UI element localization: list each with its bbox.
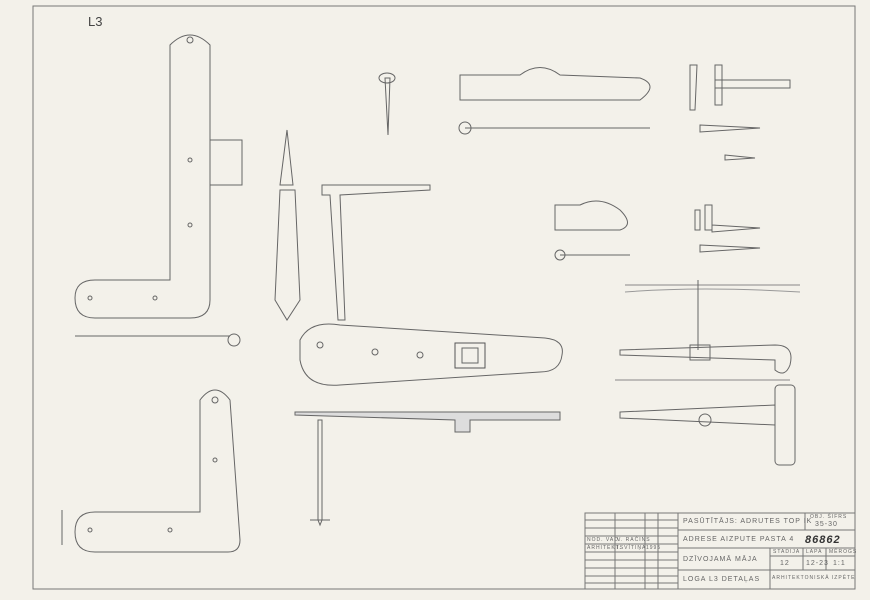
signature-role-1: NOD. VAD. <box>587 537 622 543</box>
strap-hinge <box>459 67 651 101</box>
sheet-value: 12-23 <box>806 560 829 567</box>
latch-handle <box>299 323 563 386</box>
signature-name-1: V. RAČINS <box>617 537 651 543</box>
signature-name-2: I. VĪTIŅA <box>617 545 647 551</box>
small-strap <box>554 200 628 231</box>
handle-section <box>294 411 561 433</box>
latch-bar <box>619 344 792 374</box>
l-hinge-small <box>74 389 241 553</box>
address-text: ADRESE AIZPUTE PASTA 4 <box>683 536 795 543</box>
hinge-knuckle <box>209 139 243 186</box>
latch-plate <box>619 404 776 426</box>
stage-value: 12 <box>780 560 790 567</box>
sheet-label: L3 <box>88 14 103 29</box>
code-label: OBJ. ŠIFRS <box>810 514 848 520</box>
scale-value: 1:1 <box>833 560 846 567</box>
code-value: 35-30 <box>815 521 838 528</box>
scale-label: MĒROGS <box>829 549 858 555</box>
sheet-no-label: LAPA <box>806 549 823 555</box>
l-hinge-large <box>74 34 211 319</box>
pintle-spike <box>274 129 301 321</box>
signature-role-2: ARHITEKTS <box>587 545 625 551</box>
hinge-pin-section <box>227 333 241 347</box>
title-block <box>584 512 856 590</box>
drawing-frame <box>32 5 856 590</box>
signature-date: 1995 <box>646 545 662 551</box>
drawing-number: 86862 <box>805 534 841 546</box>
object-text: DZĪVOJAMĀ MĀJA <box>683 556 758 563</box>
drawing-title: LOGA L3 DETAĻAS <box>683 576 761 583</box>
bottom-note: ARHITEKTONISKĀ IZPĒTE <box>772 575 856 581</box>
client-text: PASŪTĪTĀJS: ADRUTES TOP IK <box>683 518 813 525</box>
pintle <box>321 184 431 321</box>
spike-pin <box>384 77 391 136</box>
stage-label: STADIJA <box>773 549 801 555</box>
